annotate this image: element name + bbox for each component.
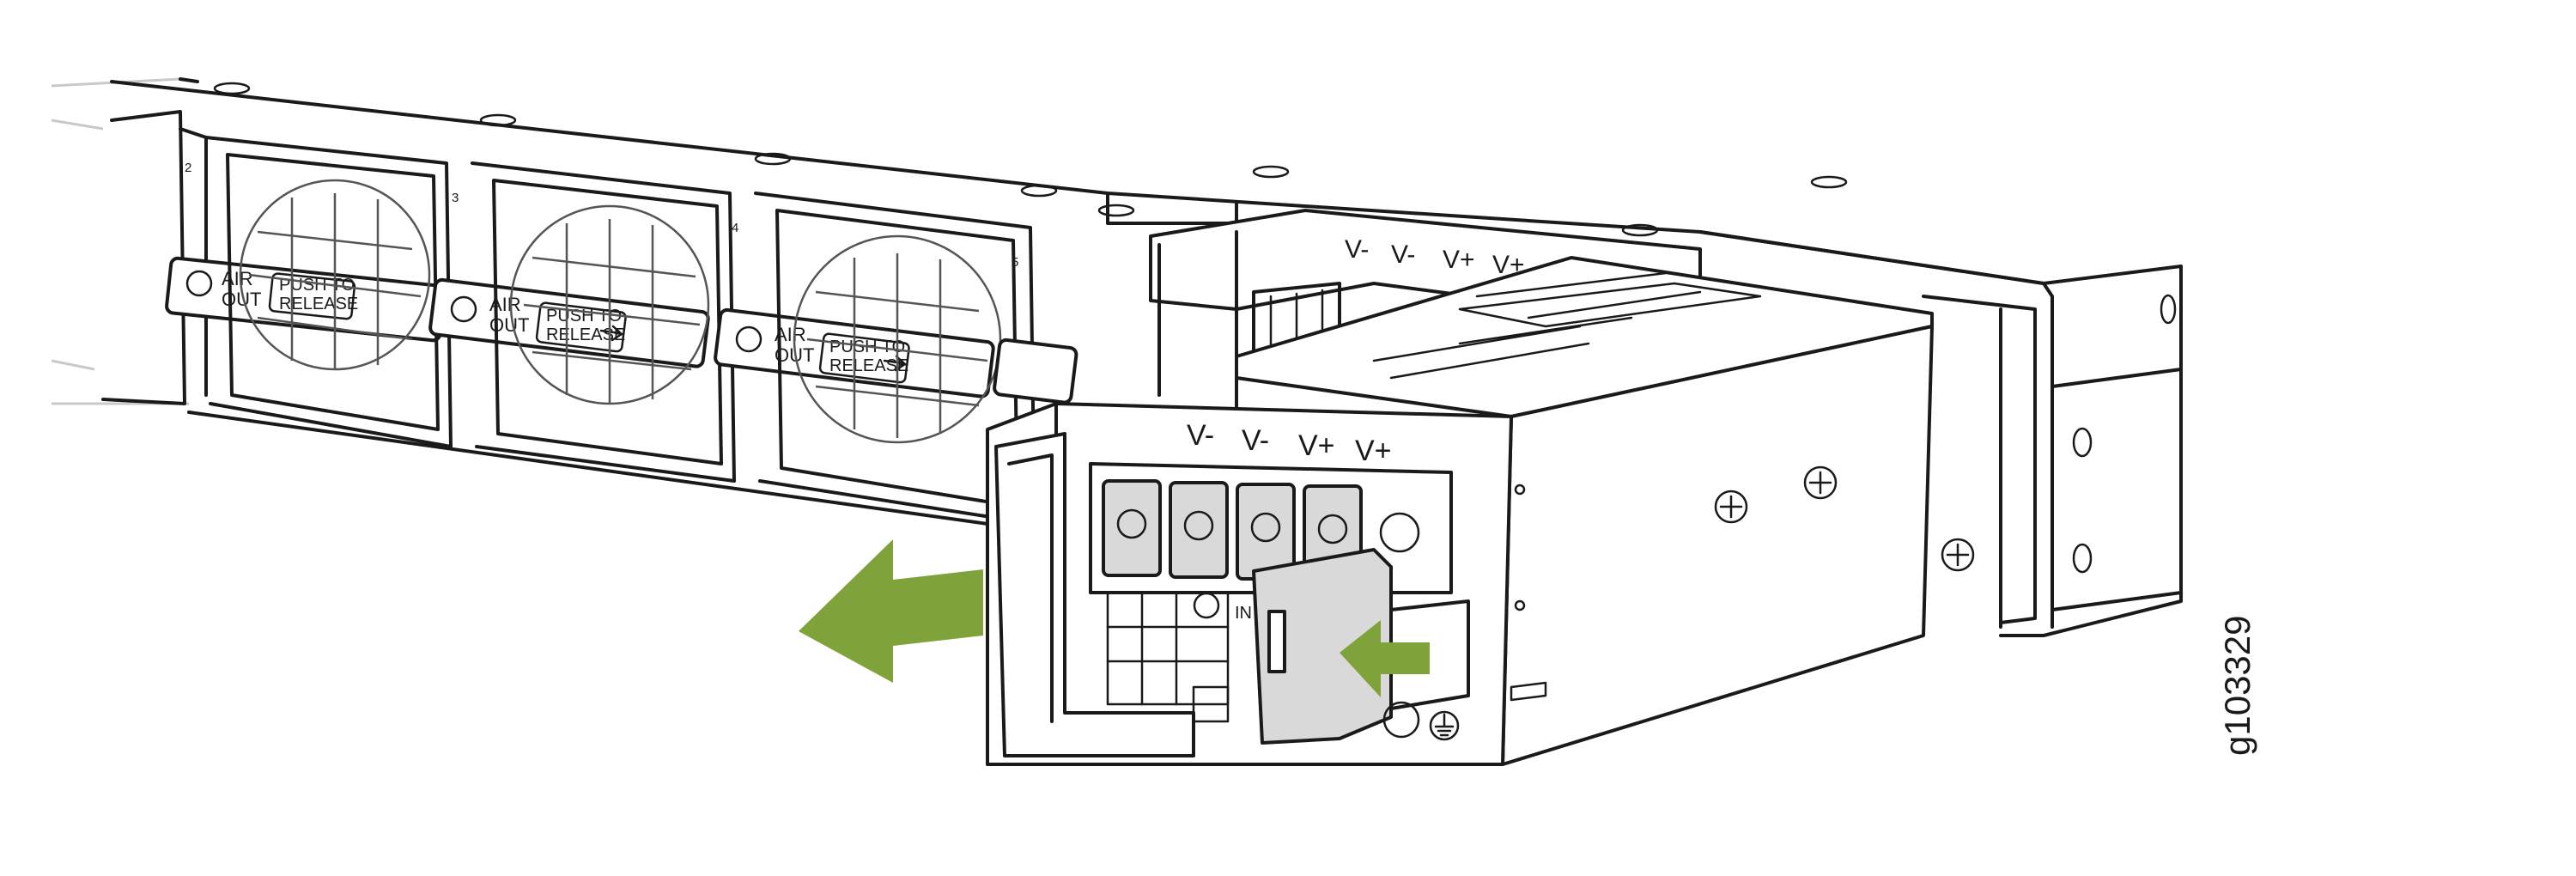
- terminal-in-label: IN: [1235, 604, 1252, 623]
- rear-terminal-label: V-: [1345, 235, 1369, 264]
- slot-number: 5: [1012, 255, 1018, 270]
- fan-icon: [450, 295, 477, 323]
- slot-number: 2: [185, 161, 191, 175]
- push-release-label: RELEASE: [279, 295, 358, 313]
- front-terminal-label: V+: [1355, 435, 1392, 467]
- arrow-right-icon: [883, 355, 907, 372]
- front-terminal-label: V-: [1242, 424, 1269, 457]
- front-terminal-label: V-: [1187, 419, 1214, 452]
- chassis: [51, 77, 2183, 637]
- screw-icon: [1714, 465, 1975, 572]
- screw-icon: [213, 82, 1848, 237]
- fan-module-2[interactable]: AIR OUT PUSH TO RELEASE 2: [101, 110, 447, 405]
- pull-arrow-icon: [799, 539, 983, 683]
- rear-terminal-label: V-: [1391, 240, 1415, 269]
- air-out-label: AIR: [222, 268, 253, 289]
- push-release-label: RELEASE: [546, 325, 625, 344]
- fan-icon: [185, 270, 213, 297]
- ground-icon: [1382, 701, 1460, 741]
- fan-icon: [735, 325, 762, 353]
- front-power-supply[interactable]: V- V- V+ V+ IN: [986, 256, 1975, 766]
- push-release-label: PUSH TO: [279, 276, 355, 295]
- slot-number: 4: [732, 221, 738, 235]
- figure-id: g103329: [2217, 615, 2257, 756]
- push-arrow-icon: [1340, 620, 1430, 697]
- slot-number: 3: [452, 191, 459, 205]
- push-release-label: PUSH TO: [546, 307, 622, 325]
- rear-terminal-label: V+: [1443, 246, 1475, 274]
- front-terminal-label: V+: [1298, 429, 1335, 462]
